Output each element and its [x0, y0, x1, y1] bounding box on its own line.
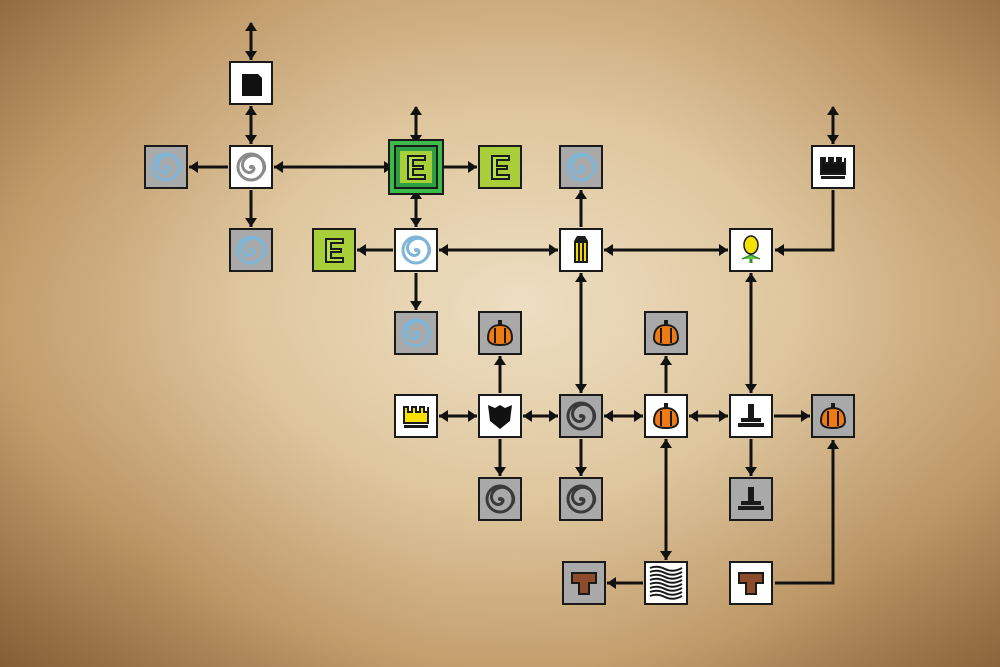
room-link — [575, 273, 587, 393]
room-tile[interactable] — [559, 477, 603, 521]
room-link — [660, 439, 672, 560]
room-link — [410, 190, 422, 227]
e-icon — [491, 155, 510, 180]
black-anvil-icon — [738, 404, 764, 427]
blue-swirl-icon — [236, 235, 267, 265]
e-icon — [325, 238, 344, 263]
yellow-flower-icon — [741, 235, 761, 263]
room-layer — [144, 61, 855, 605]
room-tile[interactable] — [394, 311, 438, 355]
room-tile-current[interactable] — [388, 139, 444, 195]
room-link — [745, 439, 757, 476]
room-link — [775, 190, 835, 256]
room-link — [494, 439, 506, 476]
exit-link — [245, 22, 257, 60]
room-tile[interactable] — [478, 311, 522, 355]
room-tile[interactable] — [644, 394, 688, 438]
room-tile[interactable] — [229, 145, 273, 189]
static-noise-icon — [649, 565, 683, 600]
room-tile[interactable] — [644, 311, 688, 355]
room-tile[interactable] — [559, 394, 603, 438]
room-tile[interactable] — [562, 561, 606, 605]
room-tile[interactable] — [312, 228, 356, 272]
room-link — [439, 244, 558, 256]
room-tile[interactable] — [144, 145, 188, 189]
room-link — [604, 410, 643, 422]
yellow-pillar-icon — [574, 236, 588, 263]
room-tile[interactable] — [394, 228, 438, 272]
room-tile[interactable] — [729, 228, 773, 272]
room-link — [439, 410, 477, 422]
room-link — [245, 190, 257, 227]
room-link — [660, 356, 672, 393]
brown-table-icon — [738, 572, 764, 595]
orange-pumpkin-icon — [652, 403, 680, 430]
room-tile[interactable] — [729, 394, 773, 438]
room-tile[interactable] — [811, 394, 855, 438]
exit-link — [827, 106, 839, 144]
room-tile[interactable] — [559, 145, 603, 189]
e-icon — [407, 155, 426, 180]
room-tile[interactable] — [229, 228, 273, 272]
room-link — [274, 161, 393, 173]
orange-pumpkin-icon — [486, 320, 514, 347]
yellow-crown-icon — [403, 406, 429, 428]
room-tile[interactable] — [478, 145, 522, 189]
room-tile[interactable] — [729, 477, 773, 521]
dark-swirl-icon — [566, 401, 597, 431]
room-link — [689, 410, 728, 422]
black-anvil-icon — [738, 487, 764, 510]
gray-swirl-icon — [236, 152, 267, 182]
dark-swirl-icon — [566, 484, 597, 514]
room-tile[interactable] — [559, 228, 603, 272]
exit-link — [410, 106, 422, 144]
blue-swirl-icon — [566, 152, 597, 182]
black-shield-icon — [488, 405, 512, 429]
blue-swirl-icon — [151, 152, 182, 182]
room-link — [245, 106, 257, 144]
room-link — [575, 190, 587, 227]
room-link — [439, 161, 477, 173]
black-box-icon — [242, 74, 262, 96]
orange-pumpkin-icon — [652, 320, 680, 347]
brown-table-icon — [571, 572, 597, 595]
room-link — [745, 273, 757, 393]
room-tile[interactable] — [394, 394, 438, 438]
link-layer — [189, 22, 839, 589]
room-tile[interactable] — [811, 145, 855, 189]
room-tile[interactable] — [478, 394, 522, 438]
room-tile[interactable] — [229, 61, 273, 105]
room-link — [604, 244, 728, 256]
room-tile[interactable] — [478, 477, 522, 521]
room-link — [410, 273, 422, 310]
room-link — [775, 440, 839, 585]
room-tile[interactable] — [729, 561, 773, 605]
dark-swirl-icon — [485, 484, 516, 514]
orange-pumpkin-icon — [819, 403, 847, 430]
black-crown-icon — [820, 157, 846, 179]
room-link — [357, 244, 393, 256]
blue-swirl-icon — [401, 235, 432, 265]
room-tile[interactable] — [644, 561, 688, 605]
room-link — [189, 161, 228, 173]
blue-swirl-icon — [401, 318, 432, 348]
room-link — [494, 356, 506, 393]
room-link — [607, 577, 643, 589]
room-link — [523, 410, 558, 422]
room-link — [575, 439, 587, 476]
room-link — [774, 410, 810, 422]
